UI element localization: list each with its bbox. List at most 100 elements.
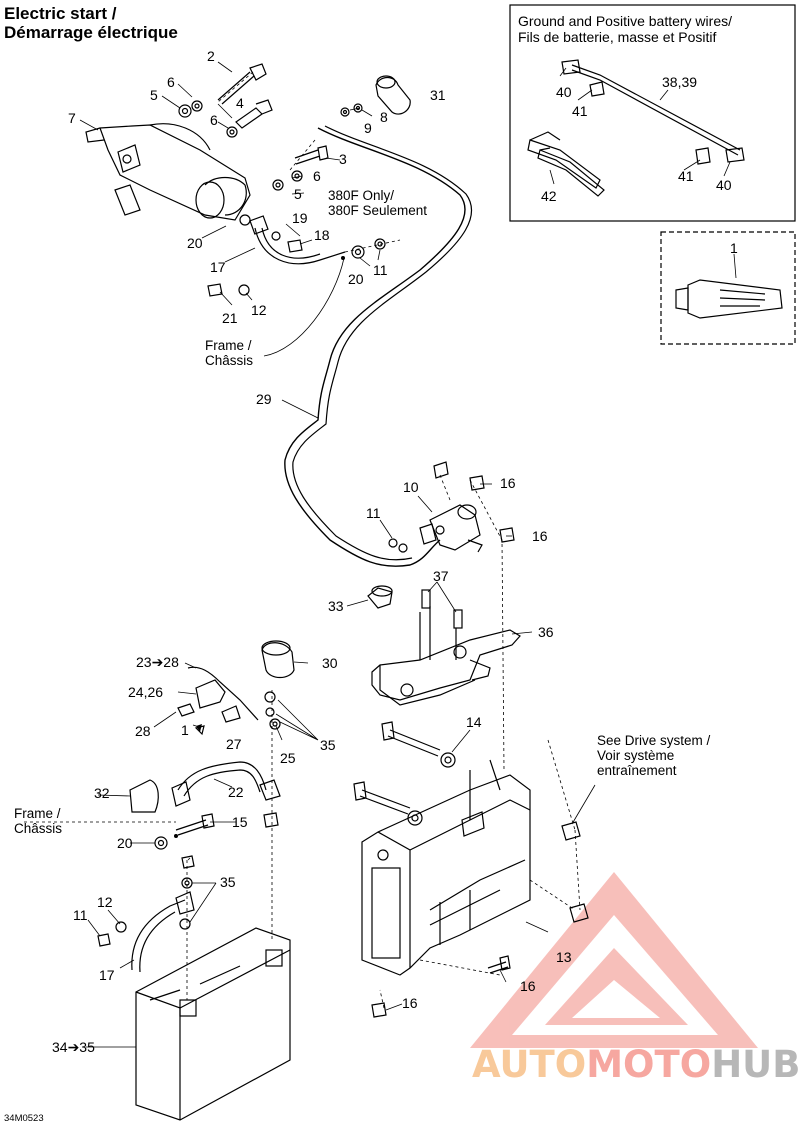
fuse-37b: [453, 609, 463, 629]
callout-6: 6: [210, 112, 218, 128]
starter-solenoid: [419, 504, 483, 553]
note-drive-line-3: entraînement: [597, 763, 677, 778]
callout-20: 20: [187, 235, 203, 251]
bolt-3: [294, 145, 329, 165]
callout-3: 3: [339, 151, 347, 167]
callout-5: 5: [294, 186, 302, 202]
callout-28: 28: [135, 723, 151, 739]
callout-9: 9: [364, 120, 372, 136]
callout-41: 41: [678, 168, 694, 184]
note-380f-only: 380F Only/ 380F Seulement: [328, 188, 427, 218]
sealant-tube-1: [675, 279, 783, 319]
callout-36: 36: [538, 624, 554, 640]
wire-38-39: [571, 64, 741, 151]
callout-17: 17: [210, 259, 226, 275]
callout-20: 20: [348, 271, 364, 287]
callout-19: 19: [292, 210, 308, 226]
battery-tray-13: [361, 759, 531, 976]
bolt-14a: [381, 721, 441, 757]
callout-30: 30: [322, 655, 338, 671]
inset-sealant-box: [660, 231, 796, 345]
callout-12: 12: [251, 302, 267, 318]
callout-29: 29: [256, 391, 272, 407]
callout-40: 40: [556, 84, 572, 100]
bracket-36: [371, 606, 521, 706]
inset-title-line-2: Fils de batterie, masse et Positif: [518, 29, 717, 45]
note-drive-system: See Drive system / Voir système entraîne…: [597, 733, 710, 778]
callout-17: 17: [99, 967, 115, 983]
callout-7: 7: [68, 110, 76, 126]
callout-40: 40: [716, 177, 732, 193]
cable-22: [177, 761, 267, 791]
connector-33: [367, 587, 393, 609]
note-frame-top-line-2: Châssis: [205, 353, 254, 368]
battery: [135, 927, 291, 1121]
boot-31: [375, 76, 411, 115]
callout-11: 11: [373, 262, 388, 278]
callout-2: 2: [207, 48, 215, 64]
callout-11: 11: [366, 505, 381, 521]
watermark-text: AUTOMOTOHUB: [472, 1043, 800, 1086]
callout-14: 14: [466, 714, 482, 730]
callout-20: 20: [117, 835, 133, 851]
callout-5: 5: [150, 87, 158, 103]
cable-17-bottom: [131, 899, 186, 971]
callout-1: 1: [730, 240, 738, 256]
callout-16: 16: [520, 978, 536, 994]
callout-16: 16: [532, 528, 548, 544]
callout-11: 11: [73, 907, 88, 923]
note-drive-line-1: See Drive system /: [597, 733, 711, 748]
callout-25: 25: [280, 750, 296, 766]
callout-23-28: 23➔28: [136, 654, 179, 670]
bolt-2: [217, 63, 267, 105]
callout-22: 22: [228, 784, 244, 800]
note-frame-bottom-line-2: Châssis: [14, 821, 63, 836]
callout-16: 16: [402, 995, 418, 1011]
note-frame-bottom: Frame / Châssis: [14, 806, 62, 836]
callout-35: 35: [320, 737, 336, 753]
callout-6: 6: [313, 168, 321, 184]
callout-15: 15: [232, 814, 248, 830]
boot-32: [129, 779, 159, 813]
watermark-part-1: AUTO: [472, 1043, 587, 1086]
title-line-1: Electric start /: [4, 4, 117, 23]
note-380f-line-2: 380F Seulement: [328, 203, 428, 218]
inset-title-line-1: Ground and Positive battery wires/: [518, 13, 732, 29]
callout-13: 13: [556, 949, 572, 965]
note-frame-top: Frame / Châssis: [205, 338, 253, 368]
callout-34-35: 34➔35: [52, 1039, 95, 1055]
callout-38-39: 38,39: [662, 74, 698, 90]
callout-31: 31: [430, 87, 446, 103]
fuse-37a: [421, 589, 431, 609]
cable-29: [284, 127, 466, 567]
callout-1: 1: [181, 722, 189, 738]
watermark-logo: [470, 872, 758, 1048]
note-380f-line-1: 380F Only/: [328, 188, 395, 203]
watermark-part-2: MOTO: [586, 1043, 712, 1086]
note-frame-top-line-1: Frame /: [205, 338, 252, 353]
callout-4: 4: [236, 95, 244, 111]
starter-motor: [85, 123, 251, 221]
callout-42: 42: [541, 188, 557, 204]
crimper-42: [527, 139, 601, 189]
callout-8: 8: [380, 109, 388, 125]
inset-ground-title: Ground and Positive battery wires/ Fils …: [518, 13, 732, 45]
boot-30: [261, 642, 295, 679]
note-frame-bottom-line-1: Frame /: [14, 806, 61, 821]
callout-21: 21: [222, 310, 238, 326]
callout-6: 6: [167, 74, 175, 90]
callout-37: 37: [433, 568, 449, 584]
callout-18: 18: [314, 227, 330, 243]
callout-12: 12: [97, 894, 113, 910]
callout-27: 27: [226, 736, 242, 752]
callout-16: 16: [500, 475, 516, 491]
diagram-code: 34M0523: [4, 1113, 44, 1124]
fuse-holder: [195, 679, 226, 709]
bolt-14b: [353, 781, 411, 815]
inset-ground-positive-box: [509, 4, 796, 222]
cable-17-top: [254, 227, 346, 265]
callout-10: 10: [403, 479, 419, 495]
page-title: Electric start / Démarrage électrique: [4, 4, 178, 42]
note-drive-line-2: Voir système: [597, 748, 675, 763]
